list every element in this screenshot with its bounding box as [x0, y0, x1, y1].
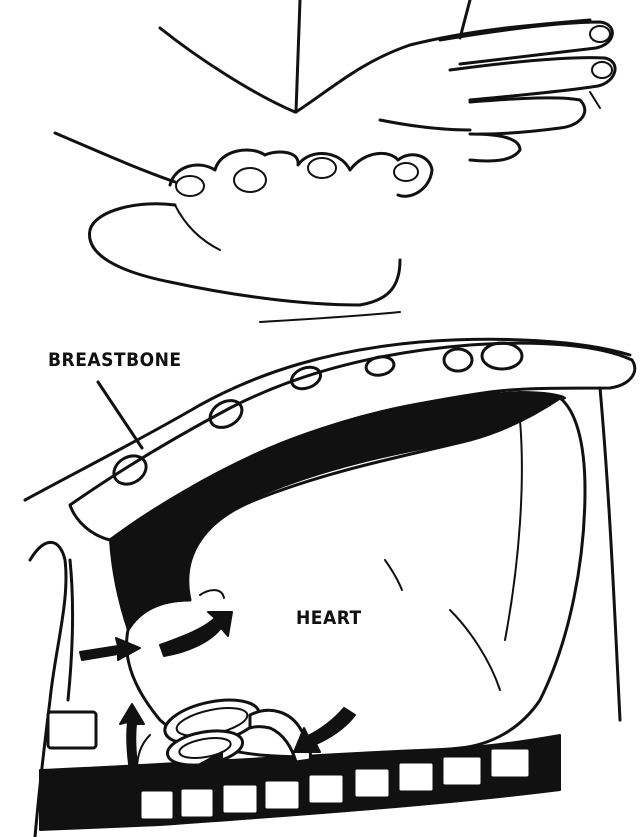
lower-hand-thumb-crease — [175, 205, 220, 250]
top-hand-fingernail-1 — [590, 26, 610, 42]
chest-surface-line — [260, 312, 400, 322]
vertebra-5 — [308, 774, 344, 804]
lower-hand-knuckle-3 — [308, 158, 336, 178]
vertebra-7 — [398, 762, 434, 792]
vertebra-2 — [180, 788, 214, 818]
top-hand-arm-line — [160, 28, 295, 112]
top-hand-crease — [590, 92, 600, 108]
lower-hand-arm-line — [55, 133, 175, 182]
breastbone-label: BREASTBONE — [48, 349, 182, 371]
vertebra-9 — [490, 748, 530, 778]
lower-hand-knuckle-2 — [234, 168, 266, 192]
top-hand-palm-edge — [380, 120, 470, 130]
rib-stub-left — [48, 712, 96, 748]
top-hand-finger-4 — [470, 134, 520, 161]
vertebra-1 — [140, 790, 174, 820]
hands-drawing — [55, 0, 615, 322]
lower-hand-knuckle-1 — [176, 176, 204, 196]
lower-hand-palm — [90, 204, 400, 305]
heart-label: HEART — [296, 607, 362, 629]
top-hand-wrist-line — [296, 0, 300, 112]
top-hand-fingernail-2 — [592, 62, 612, 78]
breastbone-leader-line — [98, 382, 142, 448]
vertebra-8 — [442, 756, 482, 786]
body-left-inner — [68, 560, 73, 700]
vertebra-3 — [222, 784, 258, 814]
right-side-line — [600, 388, 620, 720]
lower-hand-knuckles — [170, 150, 432, 196]
lower-hand-knuckle-4 — [394, 163, 418, 181]
vertebra-4 — [264, 780, 300, 810]
chest-cross-section — [25, 339, 635, 837]
vertebra-6 — [354, 768, 390, 798]
top-hand-finger-3 — [470, 98, 585, 134]
